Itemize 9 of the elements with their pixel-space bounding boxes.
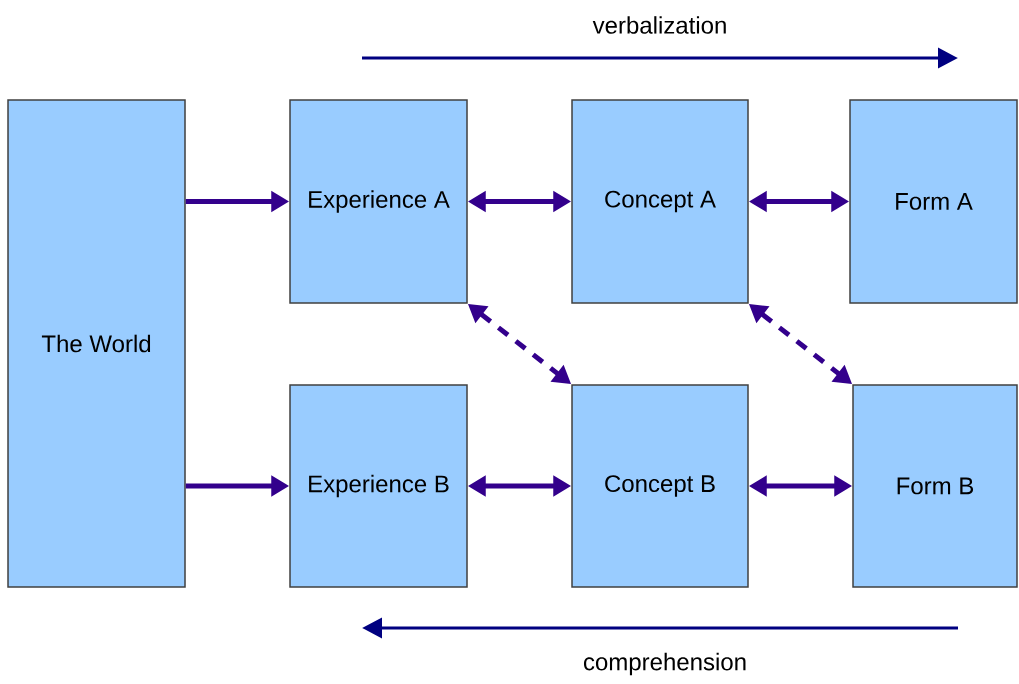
- process-box: Concept A: [571, 99, 749, 304]
- process-box: Experience B: [289, 384, 468, 588]
- process-box: Experience A: [289, 99, 468, 304]
- process-box: Concept B: [571, 384, 749, 588]
- process-box: The World: [7, 99, 186, 588]
- process-box: Form B: [852, 384, 1018, 588]
- arrow-label: comprehension: [584, 652, 746, 676]
- process-box: Form A: [849, 99, 1018, 304]
- arrow-label: verbalization: [592, 16, 726, 34]
